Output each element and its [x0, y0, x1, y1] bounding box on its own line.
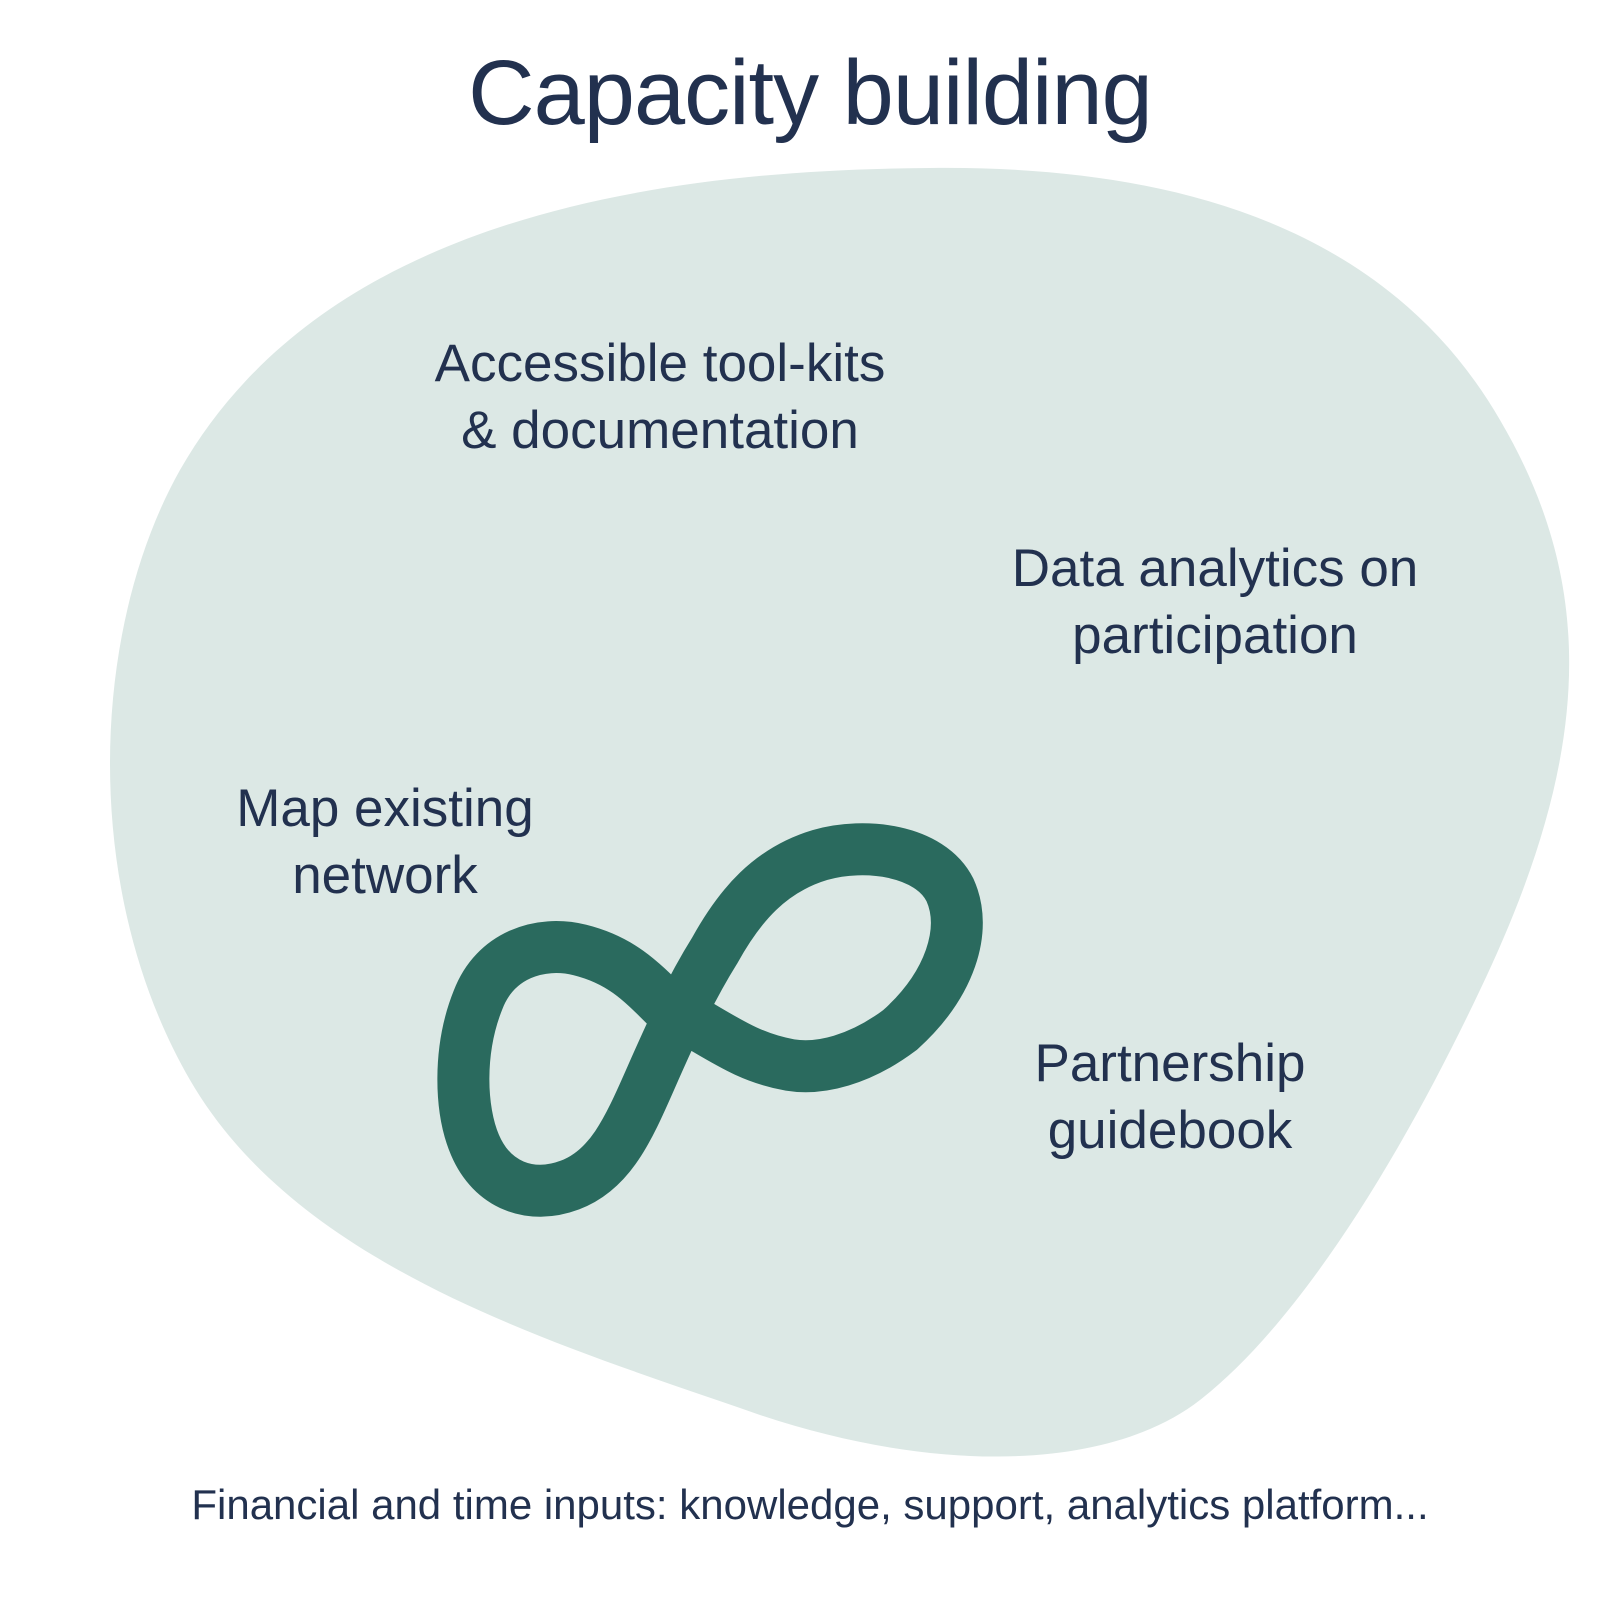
- item-accessible-toolkits: Accessible tool-kits & documentation: [390, 330, 930, 464]
- item-line-1: Accessible tool-kits: [434, 334, 886, 393]
- item-line-2: network: [292, 846, 478, 905]
- item-line-2: guidebook: [1047, 1101, 1293, 1160]
- item-map-network: Map existing network: [190, 775, 580, 909]
- infinity-loop: [437, 823, 983, 1217]
- item-line-1: Map existing: [236, 779, 534, 838]
- page-title: Capacity building: [468, 42, 1153, 144]
- item-data-analytics: Data analytics on participation: [960, 535, 1470, 669]
- infinity-icon: [437, 823, 983, 1217]
- item-line-2: & documentation: [461, 401, 859, 460]
- footer-note: Financial and time inputs: knowledge, su…: [191, 1481, 1429, 1528]
- item-partnership-guidebook: Partnership guidebook: [990, 1030, 1350, 1164]
- item-line-1: Partnership: [1034, 1034, 1306, 1093]
- item-line-1: Data analytics on: [1011, 539, 1419, 598]
- item-line-2: participation: [1072, 606, 1358, 665]
